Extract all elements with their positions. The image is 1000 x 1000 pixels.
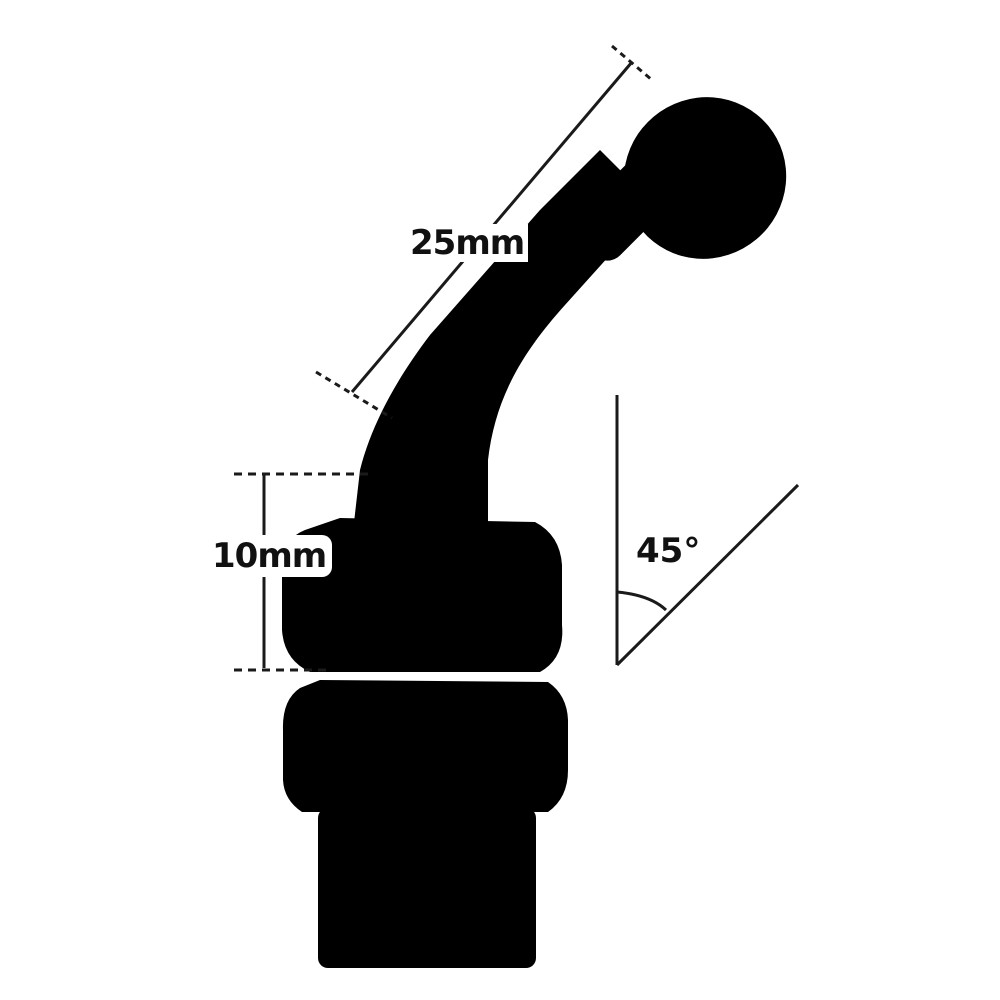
angle-indicator [615, 395, 800, 667]
dimension-label-25mm: 25mm [406, 224, 529, 262]
base-flange [322, 880, 532, 968]
extension-line-bottom [315, 370, 393, 420]
cap-collar [572, 155, 678, 261]
bent-tube [352, 150, 655, 540]
extension-line-top [611, 44, 653, 82]
upper-nut [281, 518, 563, 672]
valve-stem-silhouette [281, 97, 787, 968]
angle-arc [616, 590, 668, 612]
angle-label: 45° [636, 531, 701, 571]
angle-diagonal-line [615, 483, 800, 667]
tube-cap [623, 97, 787, 259]
lower-nut [282, 680, 568, 812]
dimension-label-10mm: 10mm [206, 535, 333, 577]
